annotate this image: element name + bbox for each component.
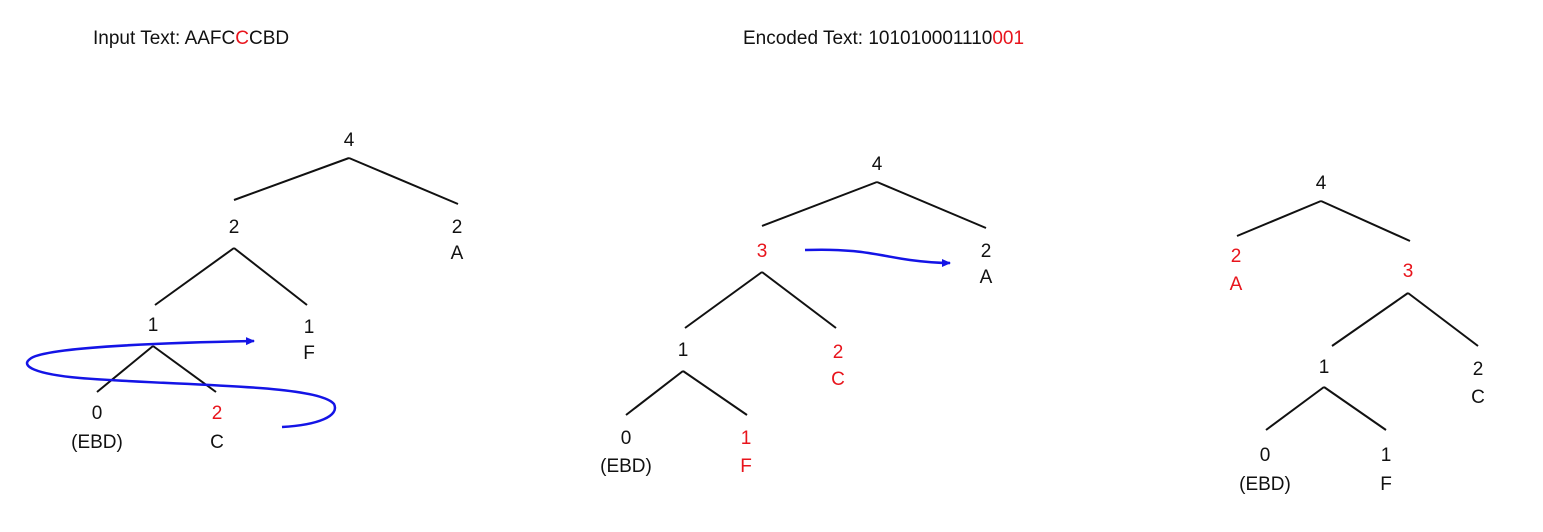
t2-ebd-weight: 0 [621, 428, 632, 449]
input-text-highlight: C [235, 28, 249, 49]
t2-f-symbol: F [740, 456, 752, 477]
t3-ebd-weight: 0 [1260, 445, 1271, 466]
t2-c-symbol: C [831, 369, 845, 390]
t2-swap-arrow [804, 248, 951, 267]
t1-a-weight: 2 [452, 217, 463, 238]
t1-n1-weight: 1 [148, 315, 159, 336]
t3-root-weight: 4 [1316, 173, 1327, 194]
edge-t1-n2-f [233, 247, 308, 306]
t1-f-symbol: F [303, 343, 315, 364]
tree-3: 4 2 A 3 1 2 C 0 (EBD) 1 F [1230, 173, 1485, 495]
t2-ebd-symbol: (EBD) [600, 456, 652, 477]
t2-f-weight: 1 [741, 428, 752, 449]
t3-c-symbol: C [1471, 387, 1485, 408]
t3-f-weight: 1 [1381, 445, 1392, 466]
t3-n3-weight: 3 [1403, 261, 1414, 282]
tree-1: 4 2 2 A 1 1 F 0 (EBD) 2 C [25, 130, 464, 453]
edge-t3-n3-c [1407, 292, 1479, 347]
edge-t1-root-a [348, 157, 459, 205]
t3-f-symbol: F [1380, 474, 1392, 495]
edge-t2-root-n3 [761, 181, 878, 227]
t3-a-weight: 2 [1231, 246, 1242, 267]
t2-a-symbol: A [980, 267, 993, 288]
t3-a-symbol: A [1230, 274, 1243, 295]
edge-t3-n1-ebd [1265, 386, 1325, 431]
encoded-text-label: Encoded Text: [743, 28, 869, 49]
edge-t2-n3-n1 [684, 271, 763, 329]
edge-t3-n1-f [1323, 386, 1387, 431]
input-text-before: AAFC [184, 28, 236, 49]
t3-c-weight: 2 [1473, 359, 1484, 380]
t1-root-weight: 4 [344, 130, 355, 151]
t3-ebd-symbol: (EBD) [1239, 474, 1291, 495]
t1-ebd-symbol: (EBD) [71, 432, 123, 453]
t1-swap-arrow [25, 337, 337, 429]
t1-c-symbol: C [210, 432, 224, 453]
t2-n3-weight: 3 [757, 241, 768, 262]
t2-n1-weight: 1 [678, 340, 689, 361]
input-text-after: CBD [248, 28, 290, 49]
edge-t1-root-n2 [233, 157, 350, 201]
edge-t1-n2-n1 [154, 247, 235, 306]
t2-a-weight: 2 [981, 241, 992, 262]
encoded-text-before: 101010001110 [868, 28, 993, 49]
t1-n2-weight: 2 [229, 217, 240, 238]
tree-2: 4 3 2 A 1 2 C 0 (EBD) 1 F [600, 154, 993, 477]
edge-t2-n3-c [761, 271, 837, 329]
encoded-text-highlight: 001 [992, 28, 1025, 49]
t1-a-symbol: A [451, 243, 464, 264]
t1-ebd-weight: 0 [92, 403, 103, 424]
input-text-label: Input Text: [93, 28, 185, 49]
encoded-text-caption: Encoded Text: 101010001110001 [743, 28, 1024, 50]
input-text-caption: Input Text: AAFCCCBD [93, 28, 289, 50]
edge-t1-n1-ebd [96, 345, 154, 393]
t1-f-weight: 1 [304, 317, 315, 338]
edge-t3-root-n3 [1320, 200, 1411, 242]
edge-t3-root-a [1236, 200, 1322, 237]
edge-t2-n1-ebd [625, 370, 684, 416]
t1-c-weight: 2 [212, 403, 223, 424]
edge-t2-root-a [876, 181, 987, 229]
t2-root-weight: 4 [872, 154, 883, 175]
t2-c-weight: 2 [833, 342, 844, 363]
edge-t2-n1-f [682, 370, 748, 416]
edge-t3-n3-n1 [1331, 292, 1409, 347]
t3-n1-weight: 1 [1319, 357, 1330, 378]
